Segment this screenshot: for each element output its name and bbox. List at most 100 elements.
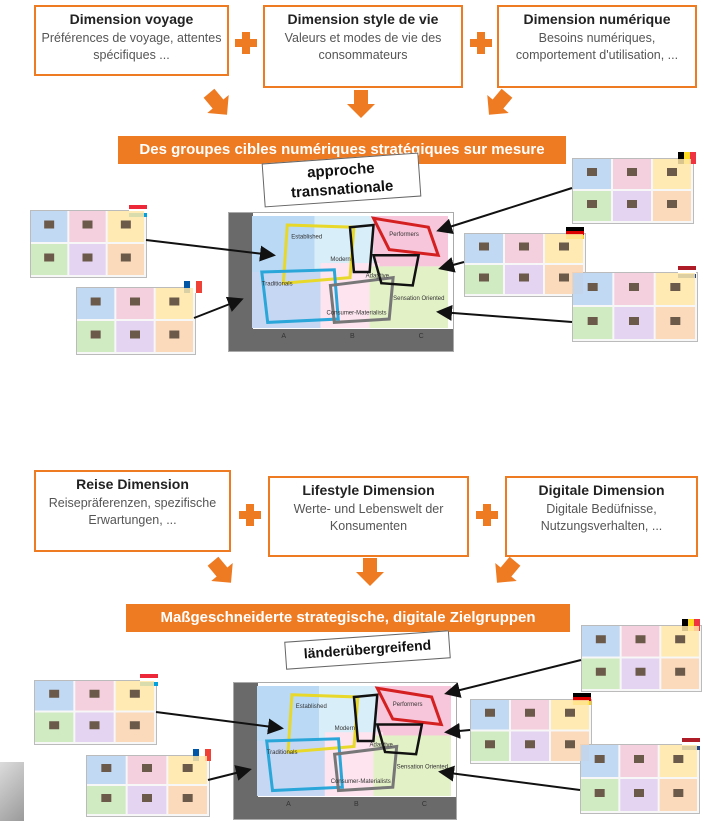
region-label: Adaptive <box>366 274 390 280</box>
outline-established <box>281 223 356 285</box>
person-icon <box>182 794 193 802</box>
person-icon <box>82 253 93 262</box>
connector-arrow <box>438 257 465 273</box>
person-icon <box>90 330 101 339</box>
flag-stripe <box>566 227 584 231</box>
outline-modern <box>352 693 379 743</box>
person-icon <box>479 273 489 282</box>
plus-icon <box>239 504 261 526</box>
box-desc: Digitale Bedüfnisse, Nutzungsverhalten, … <box>540 502 663 533</box>
flag-stripe <box>184 281 190 293</box>
flag-stripe <box>682 742 700 746</box>
person-icon <box>130 297 140 306</box>
person-icon <box>667 200 677 208</box>
region-label: Traditionals <box>262 281 293 287</box>
person-icon <box>629 283 639 291</box>
arrow-shape <box>203 88 229 115</box>
person-icon <box>129 689 140 698</box>
box-title: Digitale Dimension <box>538 482 665 498</box>
flag-stripe <box>205 749 211 761</box>
region-label: Sensation Oriented <box>393 296 444 302</box>
person-icon <box>587 317 598 325</box>
outline-consumer <box>332 744 399 793</box>
box-digitale-dimension: Digitale Dimension Digitale Bedüfnisse, … <box>505 476 698 557</box>
outline-adaptive <box>371 253 421 287</box>
flag-stripe <box>682 738 700 742</box>
person-icon <box>129 721 140 730</box>
person-icon <box>635 635 646 644</box>
connector-arrow <box>436 304 573 323</box>
decorative-corner <box>0 762 24 821</box>
region-label: Modern <box>335 726 355 732</box>
person-icon <box>101 794 112 802</box>
connector-arrow <box>155 711 284 735</box>
person-icon <box>587 283 598 291</box>
region-label: Established <box>296 704 327 710</box>
banner-title: Des groupes cibles numériques stratégiqu… <box>118 136 566 164</box>
plus-icon <box>476 504 498 526</box>
arrow-shape <box>495 556 521 583</box>
box-reise-dimension: Reise Dimension Reisepräferenzen, spezif… <box>34 470 231 552</box>
box-desc: Valeurs et modes de vie des consommateur… <box>284 31 442 62</box>
flag-stripe <box>678 266 696 270</box>
person-icon <box>519 273 529 282</box>
flag-stripe <box>678 270 696 274</box>
flag-stripe <box>573 697 591 701</box>
person-icon <box>565 740 575 749</box>
person-icon <box>673 789 684 797</box>
box-title: Lifestyle Dimension <box>302 482 435 498</box>
down-arrow-icon <box>356 558 384 586</box>
flag-stripe <box>684 152 690 164</box>
person-icon <box>101 764 112 772</box>
person-icon <box>635 667 646 676</box>
person-icon <box>169 297 180 306</box>
person-icon <box>629 317 639 325</box>
box-title: Reise Dimension <box>76 476 189 492</box>
region-sensation <box>369 266 448 328</box>
person-icon <box>627 168 637 176</box>
flag-france-icon <box>184 281 202 293</box>
person-icon <box>587 200 597 208</box>
arrow-shape <box>347 90 375 118</box>
person-icon <box>595 667 606 676</box>
box-title: Dimension style de vie <box>287 11 439 27</box>
flag-stripe <box>566 231 584 235</box>
flag-stripe <box>190 281 196 293</box>
person-icon <box>587 168 597 176</box>
flag-stripe <box>129 205 147 209</box>
column-label: C <box>419 333 424 340</box>
box-dimension-voyage: Dimension voyage Préférences de voyage, … <box>34 5 229 76</box>
person-icon <box>525 740 535 749</box>
plus-icon <box>235 32 257 54</box>
arrow-shape <box>487 88 513 115</box>
person-icon <box>595 635 606 644</box>
column-label: B <box>350 333 355 340</box>
person-icon <box>675 667 686 676</box>
box-title: Dimension numérique <box>523 11 671 27</box>
box-desc: Préférences de voyage, attentes spécifiq… <box>41 31 222 62</box>
connector-arrow <box>207 765 252 781</box>
person-icon <box>485 740 495 749</box>
person-icon <box>82 220 93 229</box>
person-icon <box>182 764 193 772</box>
flag-belgium-icon <box>678 152 696 164</box>
person-icon <box>142 794 152 802</box>
person-icon <box>120 253 131 262</box>
outline-traditionals <box>265 737 344 793</box>
region-label: Established <box>291 234 322 240</box>
person-icon <box>594 755 605 763</box>
person-icon <box>120 220 131 229</box>
flag-stripe <box>140 674 158 678</box>
flag-stripe <box>573 693 591 697</box>
column-label: B <box>354 801 359 808</box>
box-lifestyle-dimension: Lifestyle Dimension Werte- und Lebenswel… <box>268 476 469 557</box>
arrow-shape <box>207 556 233 583</box>
region-label: Performers <box>389 232 419 238</box>
person-icon <box>594 789 605 797</box>
region-label: Modern <box>330 257 350 263</box>
box-dimension-numerique: Dimension numérique Besoins numériques, … <box>497 5 697 88</box>
down-arrow-icon <box>207 556 233 583</box>
person-icon <box>667 168 677 176</box>
outline-performers <box>374 686 444 727</box>
